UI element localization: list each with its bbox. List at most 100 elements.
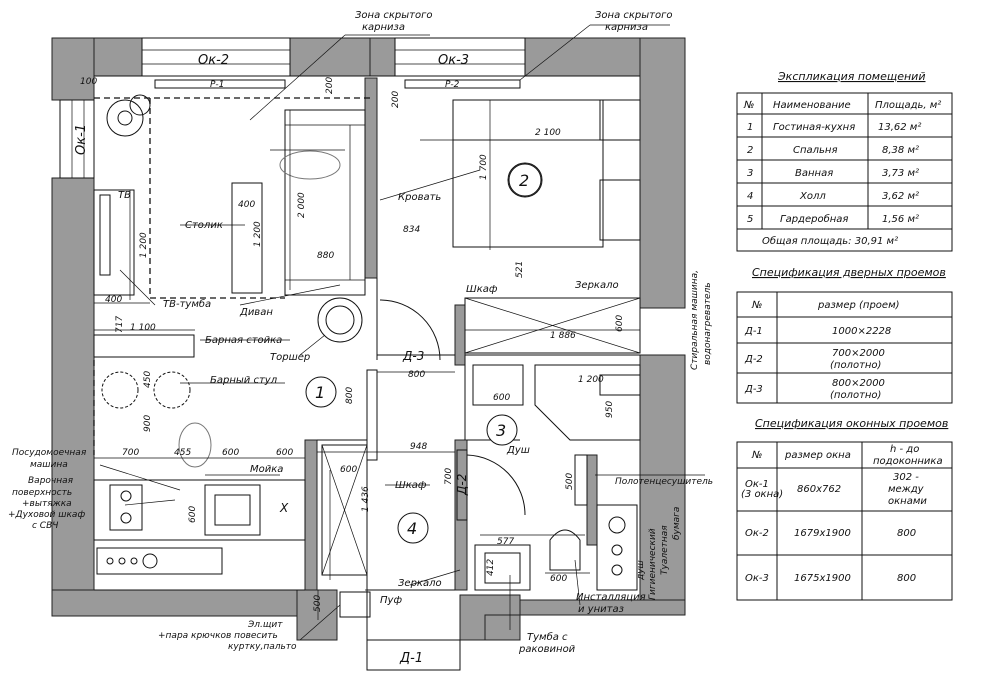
win-header-h: h - до [890,444,919,455]
room-number-4: 4 [407,519,417,538]
expl-row1-area: 13,62 м² [878,122,921,133]
bar-stool-2 [153,371,191,409]
cooktop-label-e: с СВЧ [32,521,58,531]
coffee-table [231,182,263,294]
doors-row2-size: 700×2000 [832,348,885,359]
doors-row2-no: Д-2 [744,354,763,365]
windows-title: Спецификация оконных проемов [755,417,948,430]
hall [321,299,526,618]
vanity-label-b: раковиной [518,644,576,655]
cooktop-box [109,484,143,531]
doors-header-size: размер (проем) [817,300,900,311]
doors-row2-note: (полотно) [830,360,881,371]
room-number-1: 1 [315,383,325,402]
toilet-paper-label-a: Туалетная [660,525,670,575]
win-row2-no: Ок-2 [745,528,769,539]
win-row3-size: 1675x1900 [794,573,851,584]
doors-row1-no: Д-1 [744,326,763,337]
rail-r1-label: Р-1 [210,80,224,90]
win-row1-h-c: окнами [888,496,927,507]
pouf-box [339,591,371,618]
sofa-outline [284,109,366,296]
x-mark: X [279,501,289,515]
table-label: Столик [185,220,223,231]
panel-label-b: +пара крючков повесить [158,631,278,641]
vanity-label-a: Тумба с [527,631,568,643]
kitchen [93,479,306,575]
bathroom [472,364,641,591]
windows [59,37,526,671]
cooktop-label-d: +Духовой шкаф [8,510,85,520]
expl-row3-name: Ванная [795,168,833,179]
win-row1-no: Ок-1 [745,479,769,490]
dim-600a: 600 [615,315,625,332]
win-row1-h-b: между [888,484,925,495]
wardrobe-bedroom [464,297,641,354]
bar-stool-label: Барный стул [210,375,278,386]
door-d3-label: Д-3 [402,349,424,363]
plant [106,99,144,137]
expl-row1-name: Гостиная-кухня [773,122,855,133]
windows-table: Спецификация оконных проемов № размер ок… [736,417,953,601]
expl-row3-area: 3,73 м² [882,168,919,179]
dim-600f: 600 [188,506,198,523]
door-swing-d2 [466,454,526,516]
dim-577: 577 [497,537,514,547]
dim-200b: 200 [391,91,401,108]
toilet-unit [596,504,638,591]
expl-total: Общая площадь: 30,91 м² [762,235,898,247]
installation-label-b: и унитаз [578,604,624,615]
win-row1-h-a: 302 - [893,472,919,483]
dishwasher-label-a: Посудомоечная [12,448,87,458]
cooktop-label-b: поверхность [12,488,72,498]
shower-label: Душ [506,445,530,456]
expl-header-area: Площадь, м² [875,100,941,111]
sofa-label: Диван [239,307,273,318]
dim-717: 717 [115,316,125,333]
dim-1886: 1 886 [550,331,576,341]
bed-label: Кровать [398,192,441,203]
doors-title: Спецификация дверных проемов [752,266,946,279]
dim-2100: 2 100 [535,128,561,138]
dim-412: 412 [486,559,496,576]
dishwasher-label-b: машина [30,460,68,470]
mirror-1-label: Зеркало [575,280,619,291]
dim-1700: 1 700 [479,154,489,180]
win-row3-h: 800 [897,573,916,584]
window-ok3-label: Ок-3 [438,53,469,68]
cornice-label-1b: карниза [362,22,405,33]
dim-950: 950 [605,401,615,418]
expl-row5-no: 5 [747,214,753,225]
dimension-lines [94,100,640,620]
dim-1100: 1 100 [130,323,156,333]
washing-machine-label-b: водонагреватель [703,282,713,365]
expl-row5-name: Гардеробная [780,213,848,225]
rail-r2-label: Р-2 [445,80,460,90]
dim-600d: 600 [276,448,293,458]
dim-880: 880 [317,251,334,261]
dim-500a: 500 [565,473,575,490]
bar-stool-1 [101,371,139,409]
dim-600e: 600 [340,465,357,475]
dim-521: 521 [515,261,525,278]
room-number-2: 2 [519,171,529,190]
washing-machine-label-a: Стиральная машина, [690,270,700,370]
tv-stand-label: ТВ-тумба [163,298,211,310]
cornice-rail-r2 [404,79,521,89]
window-ok2-label: Ок-2 [198,53,229,68]
dim-500b: 500 [313,595,323,612]
sink-box [204,484,261,536]
door-swing-d3 [379,299,441,361]
expl-row2-area: 8,38 м² [882,145,919,156]
dim-600c: 600 [222,448,239,458]
installation-label-a: Инсталляция [576,592,646,603]
living-furniture [93,94,366,468]
explication-title: Экспликация помещений [777,70,926,83]
dim-1200a: 1 200 [139,232,149,258]
doors-row1-size: 1000×2228 [832,326,891,337]
bar-counter [93,334,195,358]
hygienic-shower-label-b: душ [636,560,646,581]
doors-row3-size: 800×2000 [832,378,885,389]
expl-row3-no: 3 [747,168,753,179]
